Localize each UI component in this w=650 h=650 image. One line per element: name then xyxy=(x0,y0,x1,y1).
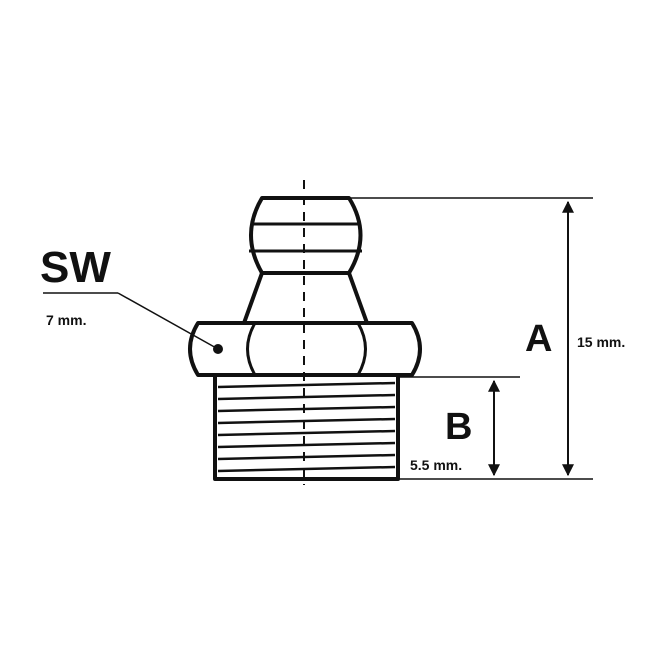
dimension-a-label: A xyxy=(525,318,553,360)
sw-leader-line xyxy=(117,292,219,350)
hex-face-center xyxy=(246,322,367,376)
threaded-body xyxy=(213,373,400,481)
sw-value: 7 mm. xyxy=(46,312,87,328)
dimension-b-value: 5.5 mm. xyxy=(410,457,463,473)
thread-lines xyxy=(217,381,396,473)
sw-label: SW xyxy=(40,243,111,292)
sw-leader-dot xyxy=(213,344,223,354)
hex-nut xyxy=(188,321,422,377)
ball-head xyxy=(249,196,363,275)
neck xyxy=(242,272,369,325)
dimension-b-label: B xyxy=(445,406,473,448)
dimension-a-value: 15 mm. xyxy=(577,334,626,350)
